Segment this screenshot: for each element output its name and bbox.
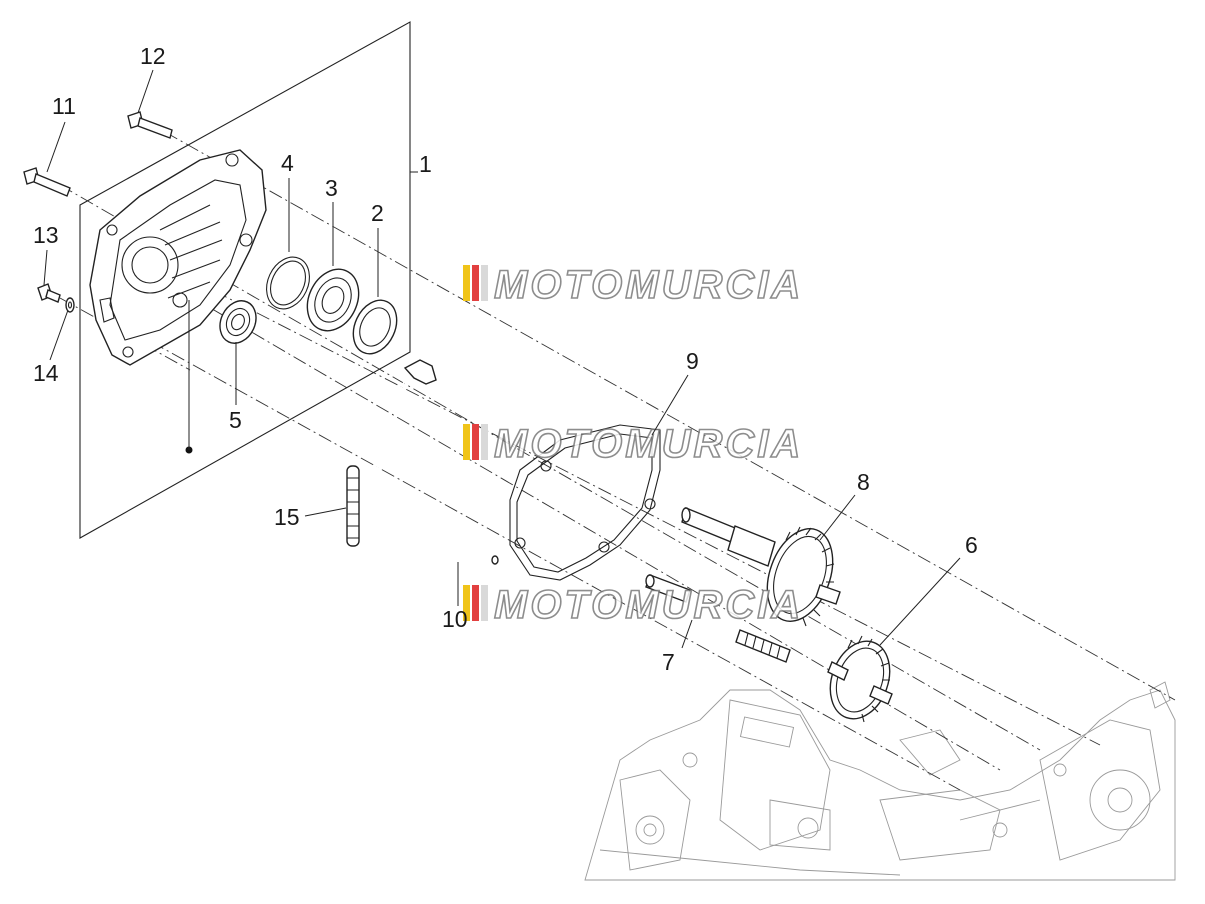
- callout-label: 7: [662, 649, 675, 675]
- engine-block-icon: [584, 681, 1176, 881]
- callout-labels: 1 2 3 4 5 6 7 8 9 10 11 12 13 14 15: [33, 43, 978, 675]
- callout-label: 8: [857, 469, 870, 495]
- gasket-icon: [509, 424, 661, 581]
- gear-shaft-icon: [681, 507, 841, 627]
- callout-label: 4: [281, 150, 294, 176]
- watermark: MOTOMURCIA MOTOMURCIA MOTOMURCIA: [463, 262, 803, 628]
- watermark-text: MOTOMURCIA: [494, 422, 803, 466]
- breather-pipe-icon: [374, 359, 499, 565]
- shaft-icon: [645, 574, 791, 663]
- callout-label: 1: [419, 151, 432, 177]
- callout-label: 6: [965, 532, 978, 558]
- callout-label: 12: [140, 43, 166, 69]
- callout-label: 11: [52, 93, 76, 119]
- watermark-text: MOTOMURCIA: [494, 583, 803, 627]
- watermark-logo: MOTOMURCIA: [463, 421, 803, 467]
- cover-group-frame: [79, 21, 418, 539]
- callout-label: 9: [686, 348, 699, 374]
- circlip-icon: [266, 256, 310, 310]
- bolt-icon: [23, 167, 71, 197]
- leader-lines: [43, 69, 961, 649]
- callout-label: 5: [229, 407, 242, 433]
- watermark-logo: MOTOMURCIA: [463, 262, 803, 308]
- washer-icon: [65, 297, 75, 313]
- bearing-icon: [306, 268, 360, 332]
- gear-icon: [827, 635, 893, 723]
- callout-label: 13: [33, 222, 59, 248]
- bolt-icon: [127, 111, 173, 139]
- watermark-text: MOTOMURCIA: [494, 263, 803, 307]
- transmission-cover-icon: [89, 149, 267, 366]
- watermark-logo: MOTOMURCIA: [463, 582, 803, 628]
- bearing-icon: [219, 300, 257, 344]
- screw-icon: [37, 283, 61, 303]
- callout-label: 3: [325, 175, 338, 201]
- dowel-pin-icon: [346, 465, 360, 547]
- oil-seal-icon: [352, 299, 398, 355]
- callout-label: 14: [33, 360, 59, 386]
- callout-label: 10: [442, 606, 468, 632]
- callout-label: 15: [274, 504, 300, 530]
- assembly-axis-lines: [59, 131, 1176, 791]
- callout-label: 2: [371, 200, 384, 226]
